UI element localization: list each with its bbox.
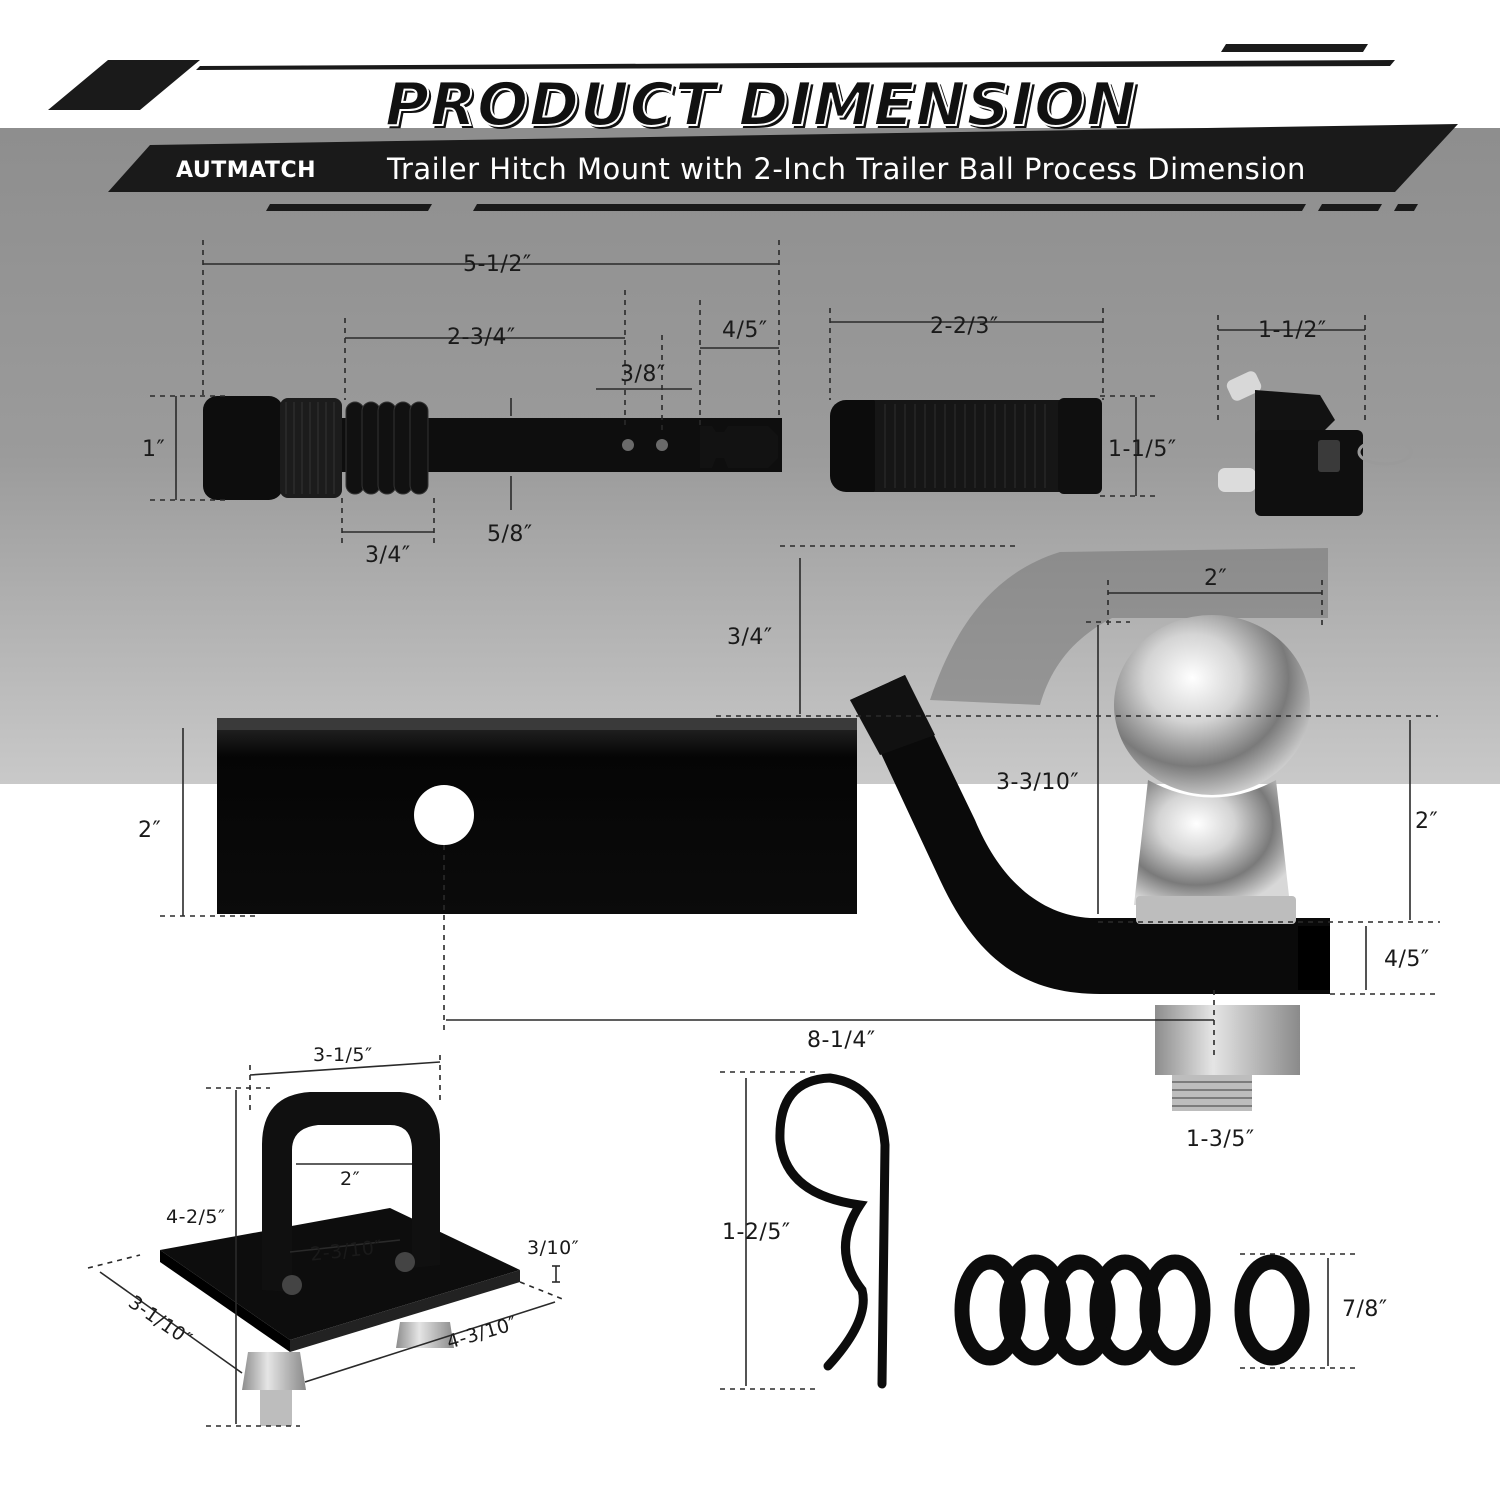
o-ring-diameter-label: 7/8″ <box>1342 1297 1388 1322</box>
keys-width-label: 1-1/2″ <box>1258 318 1327 343</box>
platform-thickness-label: 4/5″ <box>1384 947 1430 972</box>
cap-length-label: 2-2/3″ <box>930 314 999 339</box>
ball-height-label: 3-3/10″ <box>996 770 1080 795</box>
tightener <box>160 1092 520 1426</box>
mount-rise-label: 3/4″ <box>727 625 773 650</box>
ball-shank-length-label: 1-3/5″ <box>1186 1127 1255 1152</box>
page-title: PRODUCT DIMENSION <box>384 69 1138 141</box>
tightener-height-label: 4-2/5″ <box>166 1206 226 1228</box>
ball-mount <box>217 548 1330 1111</box>
hole-to-ball-label: 8-1/4″ <box>807 1028 876 1053</box>
brand-logo: AUTMATCH <box>176 158 316 183</box>
hitch-pin <box>203 396 782 500</box>
pin-hole-spacing-label: 3/8″ <box>620 362 666 387</box>
o-rings <box>954 1254 1310 1366</box>
shank-height-label: 2″ <box>138 818 162 843</box>
page-subtitle: Trailer Hitch Mount with 2-Inch Trailer … <box>387 152 1306 186</box>
clip-length-label: 1-2/5″ <box>722 1220 791 1245</box>
ball-diameter-label: 2″ <box>1204 566 1228 591</box>
u-bolt-inner-label: 2″ <box>340 1168 361 1190</box>
pin-diameter-label: 5/8″ <box>487 522 533 547</box>
pin-spring-length-label: 3/4″ <box>365 543 411 568</box>
pin-head-diameter-label: 1″ <box>142 437 166 462</box>
pin-overall-length-label: 5-1/2″ <box>463 252 532 277</box>
dimension-lines <box>87 240 1440 1427</box>
plate-thickness-label: 3/10″ <box>527 1237 580 1259</box>
cap-diameter-label: 1-1/5″ <box>1108 437 1177 462</box>
pin-tip-length-label: 4/5″ <box>722 318 768 343</box>
hitch-clip <box>775 1073 890 1389</box>
keys <box>1218 371 1413 516</box>
pin-shaft-length-label: 2-3/4″ <box>447 325 516 350</box>
platform-rise-label: 2″ <box>1415 809 1439 834</box>
lock-cap <box>830 398 1102 494</box>
u-bolt-width-label: 3-1/5″ <box>313 1044 373 1066</box>
header-decoration <box>48 44 1458 211</box>
